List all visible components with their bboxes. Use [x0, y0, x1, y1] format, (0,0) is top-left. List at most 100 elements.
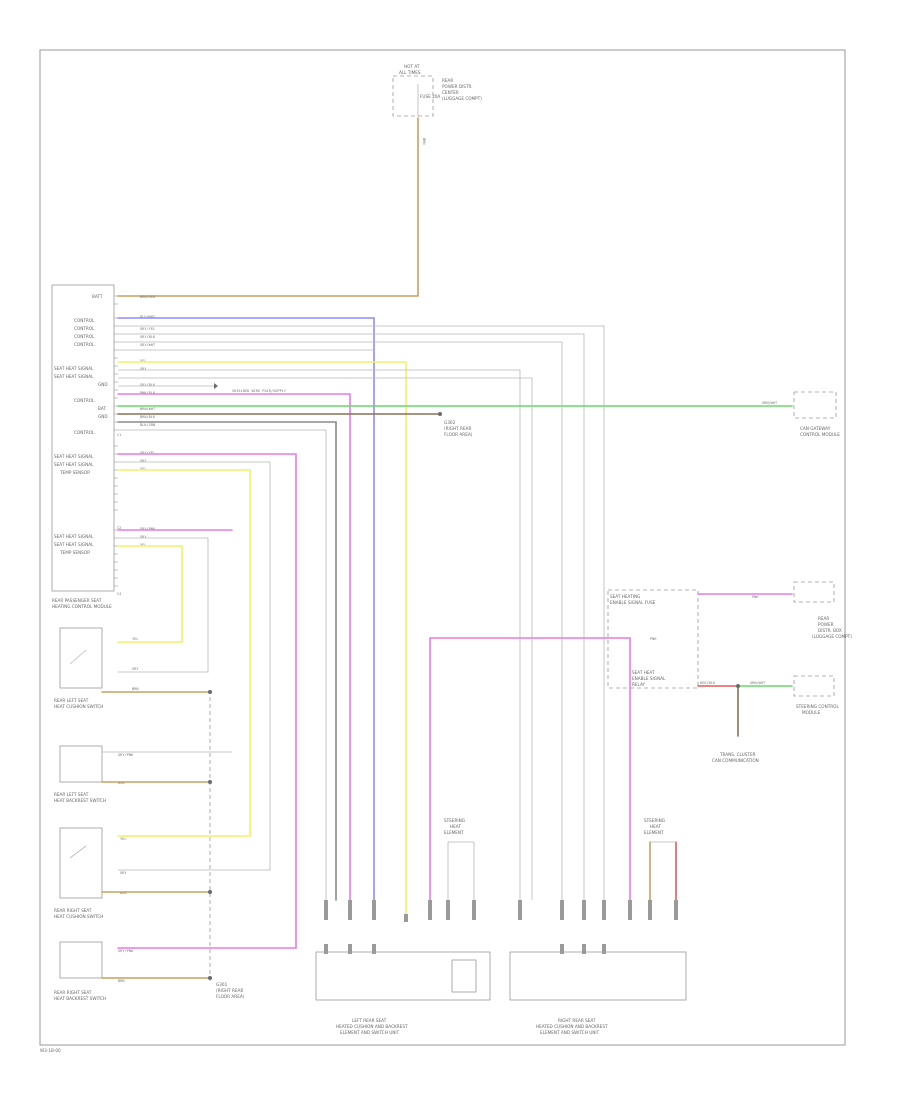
fuse-desc-2: POWER DISTR.: [442, 84, 473, 89]
switch-wire-label: BRN: [132, 687, 139, 691]
left-unit-box: [315, 951, 491, 1001]
switch-name: REAR LEFT SEAT: [54, 792, 89, 797]
right-rear-heater-unit: STEERING HEAT ELEMENT RIGHT REAR SEAT HE…: [509, 818, 687, 1035]
pin-label: SEAT HEAT SIGNAL: [54, 366, 94, 371]
trans-label-1: TRANS. CLUSTER: [719, 752, 756, 757]
right-element-label-1: STEERING: [644, 818, 665, 823]
gray-wire-2: [118, 333, 585, 900]
right-element-label-3: ELEMENT: [644, 830, 664, 835]
switch-right-backrest[interactable]: REAR RIGHT SEAT HEAT BACKREST SWITCH GRY…: [54, 941, 134, 1001]
pin-label: CONTROL: [74, 398, 95, 403]
connector-pin: [472, 900, 476, 920]
module-outline: [51, 284, 115, 592]
connector-pin: [674, 900, 678, 920]
pin-label: BAT: [98, 406, 106, 411]
right-unit-label-3: ELEMENT AND SWITCH UNIT: [540, 1030, 600, 1035]
rp-desc-2: POWER: [818, 622, 834, 627]
left-element-box: [451, 959, 477, 993]
gsm-outline: [793, 391, 837, 419]
switch-wire-label: BRN: [118, 781, 125, 785]
pin-label: SEAT HEAT SIGNAL: [54, 462, 94, 467]
module-name-2: HEATING CONTROL MODULE: [52, 604, 112, 609]
yellow-wire: [117, 361, 407, 915]
wire-label: GRY: [140, 535, 147, 539]
gray-wire-9: [118, 537, 209, 673]
switch-sub: HEAT BACKREST SWITCH: [54, 996, 106, 1001]
green-wire-2-label: GRN/WHT: [750, 681, 766, 685]
left-unit-label-1: LEFT REAR SEAT: [352, 1018, 387, 1023]
right-element-label-2: HEAT: [650, 824, 661, 829]
wire-label: GRY/YEL: [140, 451, 155, 455]
splice-point-2: [736, 684, 740, 688]
wire-label: GRY/BLK: [140, 383, 156, 387]
right-unit-label-2: HEATED CUSHION AND BACKREST: [536, 1024, 608, 1029]
red-wire-label: RED/BLK: [700, 681, 716, 685]
relay-label-3: RELAY: [632, 682, 646, 687]
top-fuse-block: HOT AT ALL TIMES FUSE 20A REAR POWER DIS…: [392, 64, 482, 145]
switch-name: REAR RIGHT SEAT: [54, 990, 92, 995]
pin-label: SEAT HEAT SIGNAL: [54, 542, 94, 547]
switch-left-backrest[interactable]: REAR LEFT SEAT HEAT BACKREST SWITCH GRY/…: [54, 745, 134, 803]
switch-wire-label: GRY/PNK: [118, 949, 134, 953]
hot-at-label-2: ALL TIMES: [399, 70, 421, 75]
switch-sub: HEAT CUSHION SWITCH: [54, 704, 103, 709]
blue-wire: [117, 317, 375, 901]
rp-label-2: ENABLE SIGNAL FUSE: [610, 600, 656, 605]
pin-label: CONTROL: [74, 318, 95, 323]
switch-box: [59, 627, 103, 689]
steering-label-2: MODULE: [802, 710, 821, 715]
right-unit-label-1: RIGHT REAR SEAT: [558, 1018, 596, 1023]
ground-bottom-1: G301: [216, 982, 228, 987]
connector-pin: [348, 944, 352, 954]
switch-sub: HEAT BACKREST SWITCH: [54, 798, 106, 803]
module-name-1: REAR PASSENGER SEAT: [52, 598, 102, 603]
brown-feed-wire: [117, 117, 419, 297]
connector-pin: [324, 900, 328, 920]
connector-pin: [582, 900, 586, 920]
hot-at-label-1: HOT AT: [404, 64, 420, 69]
pin-label: SEAT HEAT SIGNAL: [54, 454, 94, 459]
relay-label-2: ENABLE SIGNAL: [632, 676, 666, 681]
wire-label: BLK/GRN: [140, 423, 155, 427]
switch-wire-label: YEL: [132, 637, 139, 641]
fuse-box-outline: [392, 75, 434, 117]
rp-steering-box: [793, 675, 835, 697]
footer-code: W3-1B-00: [40, 1048, 61, 1053]
wire-label: YEL: [140, 467, 147, 471]
right-unit-box: [509, 951, 687, 1001]
gsm-label-2: CONTROL MODULE: [800, 432, 840, 437]
wire-label: GRY/YEL: [140, 327, 155, 331]
pin-label: GND: [98, 382, 108, 387]
connector-pin: [560, 944, 564, 954]
connector-pin: [372, 900, 376, 920]
wire-label: PNK/BLK: [140, 391, 156, 395]
pin-label: GND: [98, 414, 108, 419]
shielded-note: SHIELDED WIRE PAIR/SUPPLY: [232, 389, 287, 393]
rear-power-distribution: SEAT HEATING ENABLE SIGNAL FUSE SEAT HEA…: [607, 581, 852, 763]
wire-label: GRY/BLK: [140, 335, 156, 339]
module-pins: [114, 295, 118, 587]
switch-wire-label: GRY: [120, 871, 127, 875]
bottom-connectors: [324, 900, 678, 954]
ground-label-2: (RIGHT REAR: [444, 426, 471, 431]
ground-bottom-2: (RIGHT REAR: [216, 988, 243, 993]
gray-wire-7: [118, 429, 327, 900]
wire-label: YEL: [140, 359, 147, 363]
connector-a-label: C1: [117, 433, 121, 437]
left-unit-label-2: HEATED CUSHION AND BACKREST: [336, 1024, 408, 1029]
switch-left-cushion[interactable]: REAR LEFT SEAT HEAT CUSHION SWITCH YEL G…: [54, 627, 139, 709]
connector-pin: [404, 914, 408, 922]
yellow-wire-3: [117, 545, 183, 643]
left-unit-label-3: ELEMENT AND SWITCH UNIT: [340, 1030, 400, 1035]
connector-b-label: C2: [117, 526, 121, 530]
switch-right-cushion[interactable]: REAR RIGHT SEAT HEAT CUSHION SWITCH YEL …: [54, 827, 127, 919]
gray-wire-6: [118, 377, 533, 900]
rp-desc-1: REAR: [818, 616, 829, 621]
pin-label: TEMP SENSOR: [59, 550, 90, 555]
dark-gray-wire: [117, 421, 337, 901]
gray-wire-8: [118, 461, 271, 871]
trans-label-2: CAN COMMUNICATION: [712, 758, 759, 763]
wire-label: GRY: [140, 367, 147, 371]
wire-label: GRY/PNK: [140, 527, 156, 531]
steering-label-1: STEERING CONTROL: [796, 704, 839, 709]
